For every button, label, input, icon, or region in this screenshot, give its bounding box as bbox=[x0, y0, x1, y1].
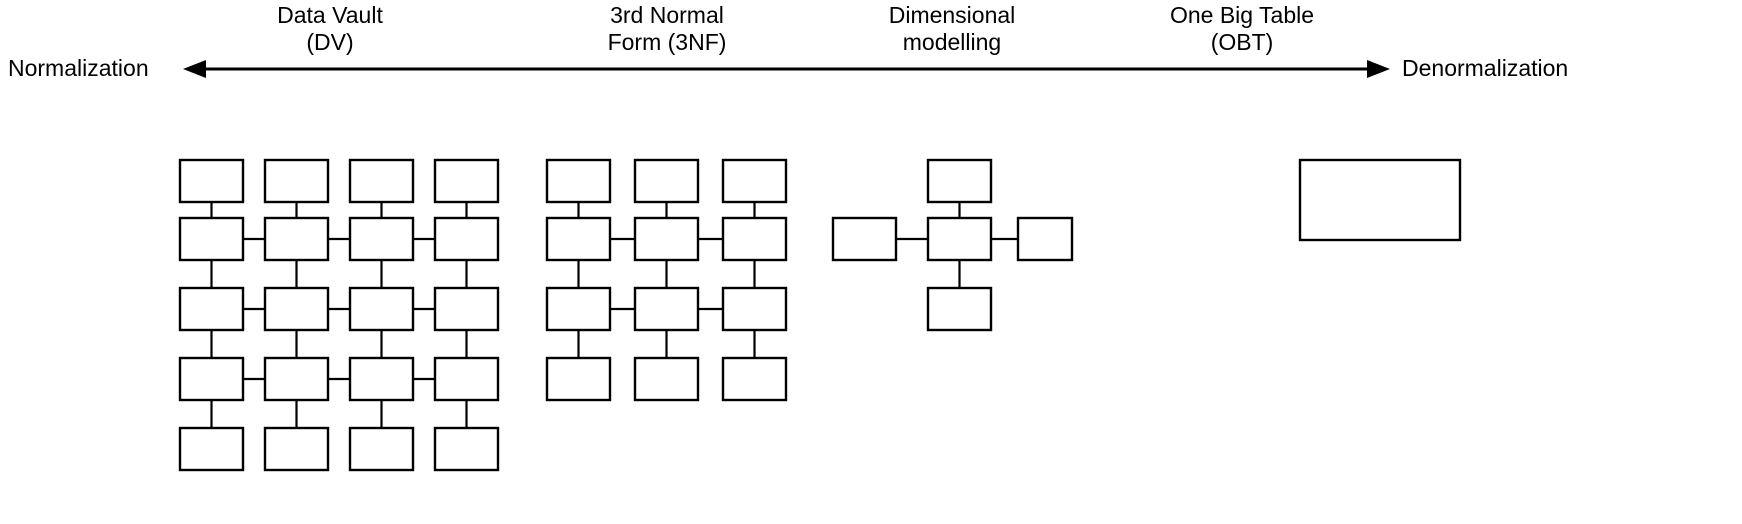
schema-node-box bbox=[433, 356, 500, 402]
schema-node-box bbox=[433, 158, 500, 204]
schema-node-box bbox=[348, 426, 415, 472]
schema-node-box-dimension-bottom bbox=[926, 286, 993, 332]
schema-node-box bbox=[263, 216, 330, 262]
schema-node-box bbox=[178, 216, 245, 262]
schema-node-box bbox=[721, 216, 788, 262]
schema-node-box bbox=[348, 286, 415, 332]
column-caption-third-normal-form: 3rd Normal Form (3NF) bbox=[607, 2, 727, 55]
schema-node-box bbox=[433, 216, 500, 262]
schema-node-box bbox=[178, 286, 245, 332]
schema-node-box bbox=[721, 286, 788, 332]
schema-group-third-normal-form bbox=[545, 158, 788, 402]
column-caption-dimensional-modelling: Dimensional modelling bbox=[888, 2, 1016, 55]
column-caption-data-vault: Data Vault (DV) bbox=[277, 2, 383, 55]
schema-node-box bbox=[721, 158, 788, 204]
schema-node-box bbox=[721, 356, 788, 402]
column-caption-one-big-table: One Big Table (OBT) bbox=[1169, 2, 1315, 55]
schema-node-box bbox=[633, 356, 700, 402]
schema-node-box-fact-center bbox=[926, 216, 993, 262]
schema-node-box bbox=[633, 286, 700, 332]
schema-node-box bbox=[433, 286, 500, 332]
schema-node-box bbox=[178, 356, 245, 402]
schema-node-box-one-big-table bbox=[1298, 158, 1462, 242]
schema-node-box bbox=[263, 158, 330, 204]
schema-node-box bbox=[433, 426, 500, 472]
schema-node-box bbox=[545, 216, 612, 262]
schema-node-box-dimension-left bbox=[831, 216, 898, 262]
schema-node-box-dimension-top bbox=[926, 158, 993, 204]
schema-group-dimensional-modelling bbox=[831, 158, 1074, 332]
schema-group-data-vault bbox=[178, 158, 500, 472]
axis-label-normalization: Normalization bbox=[8, 55, 149, 81]
schema-node-box bbox=[348, 216, 415, 262]
schema-node-box bbox=[348, 158, 415, 204]
schema-node-box bbox=[633, 158, 700, 204]
schema-node-box bbox=[545, 356, 612, 402]
schema-node-box bbox=[178, 158, 245, 204]
schema-node-box bbox=[348, 356, 415, 402]
schema-node-box bbox=[633, 216, 700, 262]
schema-node-box bbox=[178, 426, 245, 472]
schema-node-box bbox=[263, 426, 330, 472]
schema-node-box bbox=[263, 286, 330, 332]
schema-group-one-big-table bbox=[1298, 158, 1462, 242]
schema-node-box bbox=[263, 356, 330, 402]
schema-node-box-dimension-right bbox=[1016, 216, 1074, 262]
schema-node-box bbox=[545, 286, 612, 332]
schema-node-box bbox=[545, 158, 612, 204]
axis-label-denormalization: Denormalization bbox=[1402, 55, 1569, 81]
